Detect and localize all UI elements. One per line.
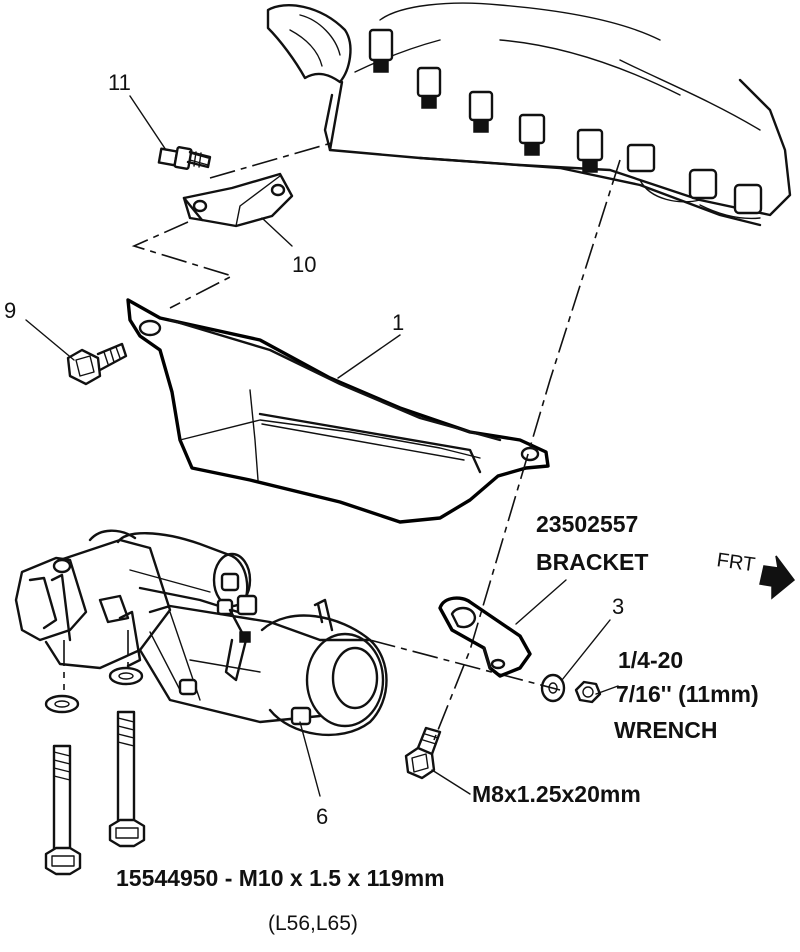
splash-shield-1 [126,298,550,524]
nut-wrench: WRENCH [614,717,718,743]
solenoid-terminals [216,572,258,682]
centerline-11 [209,141,336,179]
bolt-11 [157,146,212,170]
bolt-m8-spec: M8x1.25x20mm [472,781,641,807]
engine-block [266,2,792,227]
nut-size: 7/16'' (11mm) [616,681,759,707]
leader-6 [299,721,321,797]
leader-1 [337,334,401,379]
leader-11 [129,95,167,151]
bolt-m8 [404,726,442,780]
centerline-10-1 [131,221,235,309]
nut-1-4-20 [574,680,602,704]
injector-connectors [368,28,763,215]
long-bolt-left [44,640,82,876]
front-arrow-icon [759,555,796,600]
nut-thread: 1/4-20 [618,647,683,673]
callout-9: 9 [4,298,16,323]
front-label: FRT [715,549,756,576]
bracket-label: BRACKET [536,549,648,575]
starter-motor [14,529,388,737]
bolt-9 [66,342,128,386]
leader-nut [595,685,619,695]
bracket-10 [182,172,294,228]
front-direction-indicator: FRT [715,549,796,600]
bolt-long-spec: 15544950 - M10 x 1.5 x 119mm [116,865,445,891]
bolt-long-applications: (L56,L65) [268,912,358,935]
leader-3 [561,619,611,681]
leader-bracket [515,579,567,625]
callout-3: 3 [612,594,624,619]
leader-10 [261,217,293,247]
long-bolt-right [108,630,146,848]
callout-6: 6 [316,804,328,829]
bracket-part-number: 23502557 [536,511,638,537]
centerline-m8 [433,159,621,741]
callout-11: 11 [108,70,131,95]
bracket-23502557 [438,596,532,678]
leader-m8 [431,769,471,795]
leader-9 [25,319,75,361]
callout-10: 10 [292,252,316,277]
callout-1: 1 [392,310,404,335]
washer-3 [540,673,566,703]
centerline-starter-bracket [369,639,561,691]
